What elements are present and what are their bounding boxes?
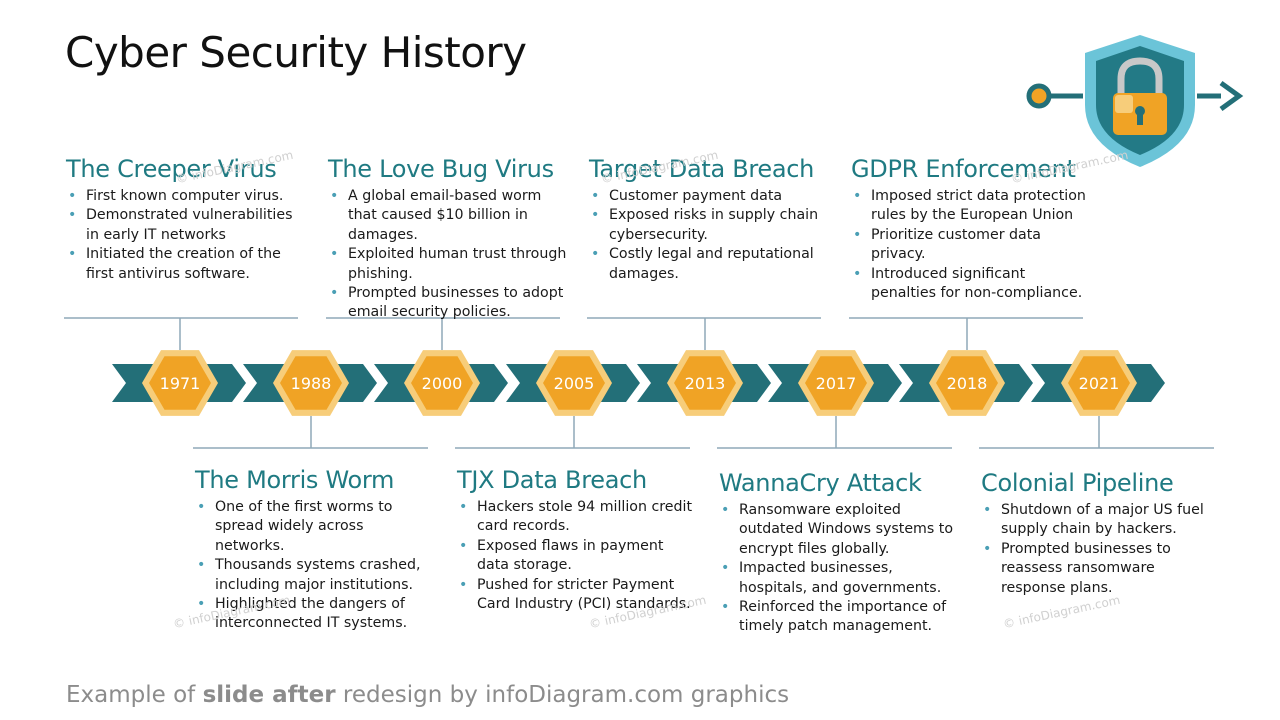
year-hexagon [805, 356, 867, 410]
footer-suffix: redesign by infoDiagram.com graphics [335, 682, 790, 708]
shield-lock-icon [1026, 35, 1244, 167]
event-bullet: Prompted businesses to reassess ransomwa… [981, 540, 1221, 598]
event-title: The Creeper Virus [66, 155, 277, 183]
event-bullet: Demonstrated vulnerabilities in early IT… [66, 206, 306, 245]
event-bullets: A global email-based worm that caused $1… [328, 187, 568, 323]
event-bullet: Hackers stole 94 million credit card rec… [457, 498, 697, 537]
event-bullet: Exploited human trust through phishing. [328, 245, 568, 284]
event-bullet: Costly legal and reputational damages. [589, 245, 829, 284]
event-bullets: One of the first worms to spread widely … [195, 498, 435, 634]
event-block: WannaCry AttackRansomware exploited outd… [719, 469, 959, 637]
year-hexagon [936, 356, 998, 410]
event-bullet: Impacted businesses, hospitals, and gove… [719, 559, 959, 598]
year-hexagon [1068, 356, 1130, 410]
footer-caption: Example of slide after redesign by infoD… [66, 682, 789, 708]
event-bullet: Thousands systems crashed, including maj… [195, 556, 435, 595]
year-hexagon [280, 356, 342, 410]
event-title: GDPR Enforcement [851, 155, 1076, 183]
event-title: WannaCry Attack [719, 469, 922, 497]
event-bullet: Introduced significant penalties for non… [851, 265, 1091, 304]
footer-prefix: Example of [66, 682, 203, 708]
event-title: TJX Data Breach [457, 466, 647, 494]
event-bullet: Reinforced the importance of timely patc… [719, 598, 959, 637]
event-bullet: Exposed risks in supply chain cybersecur… [589, 206, 829, 245]
event-block: TJX Data BreachHackers stole 94 million … [457, 466, 697, 614]
event-block: The Creeper VirusFirst known computer vi… [66, 155, 306, 284]
event-bullet: A global email-based worm that caused $1… [328, 187, 568, 245]
footer-bold: slide after [202, 682, 336, 708]
event-bullets: Customer payment dataExposed risks in su… [589, 187, 829, 284]
year-label: 2018 [947, 374, 988, 393]
event-bullet: Prompted businesses to adopt email secur… [328, 284, 568, 323]
event-bullet: Ransomware exploited outdated Windows sy… [719, 501, 959, 559]
year-hexagon [674, 356, 736, 410]
event-title: The Love Bug Virus [328, 155, 554, 183]
event-block: Target Data BreachCustomer payment dataE… [589, 155, 829, 284]
event-block: Colonial PipelineShutdown of a major US … [981, 469, 1221, 598]
year-hexagon [411, 356, 473, 410]
year-label: 2013 [685, 374, 726, 393]
year-label: 2000 [422, 374, 463, 393]
event-bullet: One of the first worms to spread widely … [195, 498, 435, 556]
event-bullet: First known computer virus. [66, 187, 306, 207]
event-bullet: Customer payment data [589, 187, 829, 207]
event-title: The Morris Worm [195, 466, 395, 494]
event-block: The Morris WormOne of the first worms to… [195, 466, 435, 634]
event-bullets: Shutdown of a major US fuel supply chain… [981, 501, 1221, 598]
year-hexagon [149, 356, 211, 410]
event-bullet: Exposed flaws in payment data storage. [457, 537, 697, 576]
event-bullet: Initiated the creation of the first anti… [66, 245, 306, 284]
event-block: The Love Bug Virus A global email-based w… [328, 155, 568, 323]
event-bullets: Ransomware exploited outdated Windows sy… [719, 501, 959, 637]
event-title: Colonial Pipeline [981, 469, 1174, 497]
event-bullets: First known computer virus.Demonstrated … [66, 187, 306, 284]
event-bullet: Highlighted the dangers of interconnecte… [195, 595, 435, 634]
year-label: 1988 [291, 374, 332, 393]
event-bullet: Shutdown of a major US fuel supply chain… [981, 501, 1221, 540]
year-hexagon [543, 356, 605, 410]
event-bullet: Prioritize customer data privacy. [851, 226, 1091, 265]
year-label: 2017 [816, 374, 857, 393]
event-title: Target Data Breach [589, 155, 815, 183]
year-label: 1971 [160, 374, 201, 393]
event-bullets: Hackers stole 94 million credit card rec… [457, 498, 697, 614]
page-title: Cyber Security History [65, 28, 527, 77]
event-block: GDPR EnforcementImposed strict data prot… [851, 155, 1091, 303]
year-label: 2021 [1079, 374, 1120, 393]
event-bullet: Pushed for stricter Payment Card Industr… [457, 576, 697, 615]
event-bullets: Imposed strict data protection rules by … [851, 187, 1091, 303]
event-bullet: Imposed strict data protection rules by … [851, 187, 1091, 226]
year-label: 2005 [554, 374, 595, 393]
